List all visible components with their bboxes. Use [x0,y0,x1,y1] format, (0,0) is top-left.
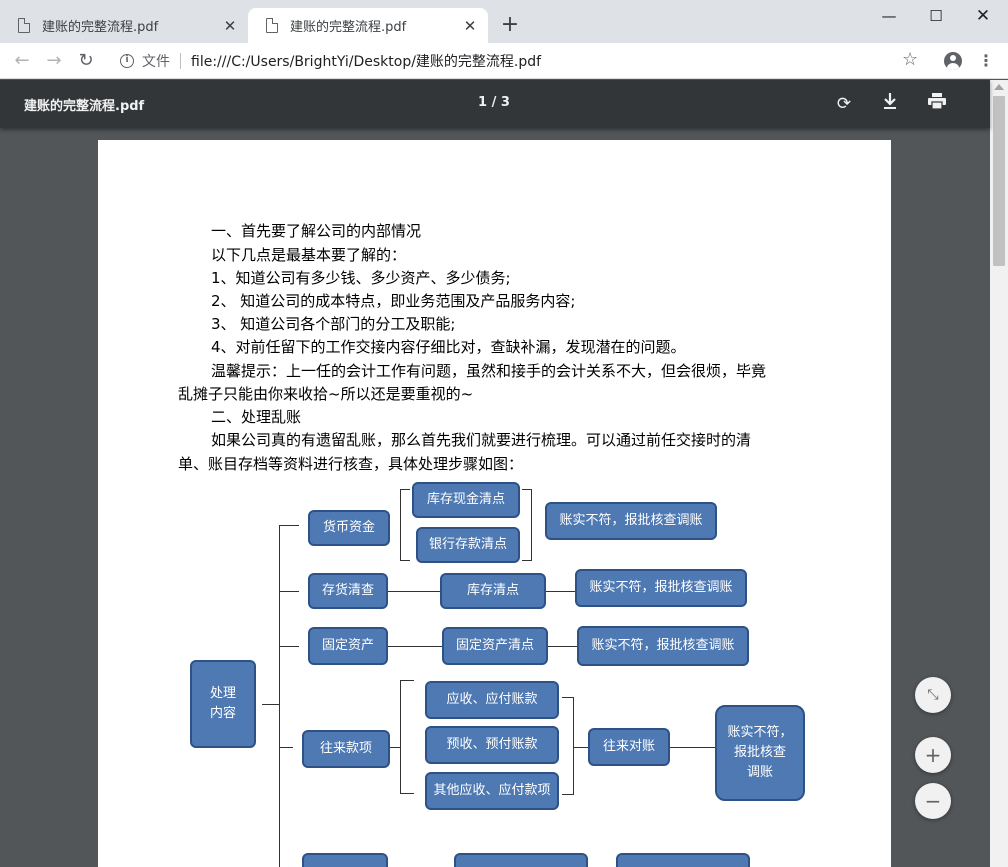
doc-line: 1、知道公司有多少钱、多少资产、多少债务; [211,269,511,287]
zoom-in-icon[interactable]: + [915,737,951,773]
ap-ar-box: 应收、应付账款 [425,681,559,719]
connector [388,646,442,648]
doc-line: 一、首先要了解公司的内部情况 [211,222,422,240]
flowchart: 处理 内容 货币资金 库存现金清点 银行存款清点 账实不符，报批核查调账 存货清… [178,475,818,867]
info-icon[interactable]: i [120,54,134,68]
forward-button[interactable]: → [46,50,62,71]
bank-count-box: 银行存款清点 [416,527,520,563]
scroll-thumb[interactable] [993,96,1005,266]
doc-line: 如果公司真的有遗留乱账，那么首先我们就要进行梳理。可以通过前任交接时的清 [211,431,752,449]
connector [390,747,400,749]
scroll-up-icon[interactable] [994,84,1004,90]
scrollbar[interactable] [990,80,1008,867]
tab-1[interactable]: 建账的完整流程.pdf ✕ [0,8,248,43]
scheme-label: 文件 [142,54,170,70]
next-row-box [616,853,750,867]
connector [670,747,716,749]
zoom-out-icon[interactable]: − [915,783,951,819]
fit-to-page-icon[interactable]: ⤡ [915,677,951,713]
connector [388,591,440,593]
address-bar[interactable]: i 文件 file:///C:/Users/BrightYi/Desktop/建… [108,47,934,75]
doc-line: 温馨提示：上一任的会计工作有问题，虽然和接手的会计关系不大，但会很烦，毕竟 [211,362,767,380]
profile-avatar-icon[interactable] [944,52,962,70]
connector [279,525,299,527]
maximize-button[interactable]: ☐ [929,7,943,25]
current-accounts-box: 往来款项 [302,730,390,768]
inventory-box: 存货清查 [308,573,388,609]
connector [574,747,588,749]
doc-line: 单、账目存档等资料进行核查，具体处理步骤如图： [178,455,524,473]
bookmark-star-icon[interactable]: ☆ [902,49,919,70]
doc-line: 3、 知道公司各个部门的分工及职能; [211,315,456,333]
next-row-box [454,853,588,867]
other-receivables-box: 其他应收、应付款项 [425,772,559,810]
tab-close-icon[interactable]: ✕ [463,16,477,35]
menu-icon[interactable]: ⋮ [978,51,994,70]
separator [180,53,181,69]
download-icon[interactable] [878,92,902,116]
connector [546,591,575,593]
back-button[interactable]: ← [14,50,30,71]
tab-strip: 建账的完整流程.pdf ✕ 建账的完整流程.pdf ✕ + — ☐ ✕ [0,0,1008,43]
connector [279,646,299,648]
cash-result-box: 账实不符，报批核查调账 [545,502,717,540]
bracket [562,697,574,795]
page-indicator[interactable]: 1 / 3 [478,95,510,110]
fixed-assets-box: 固定资产 [308,627,388,665]
advance-box: 预收、预付账款 [425,726,559,764]
new-tab-button[interactable]: + [500,12,520,37]
inventory-result-box: 账实不符，报批核查调账 [575,569,747,607]
reconcile-box: 往来对账 [588,728,670,766]
pdf-page: 一、首先要了解公司的内部情况 以下几点是最基本要了解的： 1、知道公司有多少钱、… [98,140,891,867]
download-arrow-icon [884,93,896,109]
window-close-button[interactable]: ✕ [975,6,991,26]
doc-line: 乱摊子只能由你来收拾~所以还是要重视的~ [178,385,474,403]
current-result-box: 账实不符， 报批核查 调账 [715,705,805,801]
cash-count-box: 库存现金清点 [412,482,520,518]
connector [262,704,280,706]
browser-toolbar: ← → ↻ i 文件 file:///C:/Users/BrightYi/Des… [0,43,1008,79]
document-icon [266,17,279,33]
pdf-toolbar: 建账的完整流程.pdf 1 / 3 ⟳ [0,80,990,128]
bracket [522,489,532,561]
connector [548,646,577,648]
url-text[interactable]: file:///C:/Users/BrightYi/Desktop/建账的完整流… [191,54,542,70]
next-row-box [302,853,388,867]
inventory-count-box: 库存清点 [440,573,546,609]
bracket [400,489,410,561]
pdf-title: 建账的完整流程.pdf [24,99,145,114]
doc-line: 以下几点是最基本要了解的： [211,246,407,264]
print-icon[interactable] [925,92,949,116]
tab-2-active[interactable]: 建账的完整流程.pdf ✕ [248,8,488,43]
fixed-count-box: 固定资产清点 [442,627,548,665]
minimize-button[interactable]: — [881,7,897,25]
document-icon [18,17,31,33]
connector [279,525,281,867]
reload-button[interactable]: ↻ [78,50,94,71]
rotate-icon[interactable]: ⟳ [836,94,852,114]
tab-title: 建账的完整流程.pdf [290,20,407,35]
connector [279,591,299,593]
connector [279,747,293,749]
doc-line: 4、对前任留下的工作交接内容仔细比对，查缺补漏，发现潜在的问题。 [211,338,686,356]
doc-line: 2、 知道公司的成本特点，即业务范围及产品服务内容; [211,292,576,310]
bracket [400,680,414,794]
root-box: 处理 内容 [190,660,256,748]
cash-box: 货币资金 [308,510,390,546]
tab-title: 建账的完整流程.pdf [42,20,159,35]
doc-line: 二、处理乱账 [211,408,302,426]
tab-close-icon[interactable]: ✕ [223,16,237,35]
fixed-result-box: 账实不符，报批核查调账 [577,626,749,666]
printer-icon [928,93,946,110]
